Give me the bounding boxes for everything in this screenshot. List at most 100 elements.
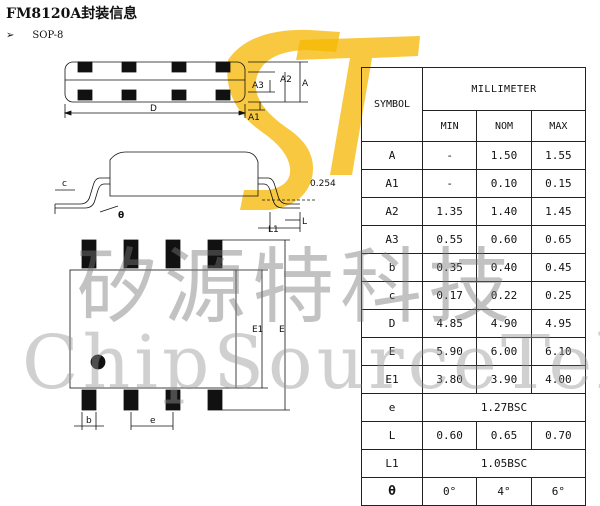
- nom-cell: 3.90: [476, 365, 532, 394]
- symbol-cell: D: [361, 309, 423, 338]
- symbol-cell: L1: [361, 449, 423, 478]
- lead: [215, 61, 231, 73]
- symbol-header: SYMBOL: [361, 67, 423, 142]
- col-nom-header: NOM: [476, 110, 532, 142]
- theta-arc: [99, 205, 119, 213]
- pin: [81, 239, 97, 269]
- pin1-marker: [90, 354, 106, 370]
- max-cell: 0.25: [530, 281, 587, 310]
- label-A3: A3: [252, 81, 264, 91]
- min-cell: -: [421, 141, 478, 170]
- lead: [121, 89, 137, 101]
- lead: [171, 61, 187, 73]
- lead-right: [258, 177, 300, 205]
- min-cell: 0.60: [421, 421, 478, 450]
- symbol-cell: A3: [361, 225, 423, 254]
- max-cell: 0.45: [530, 253, 587, 282]
- min-cell: 1.35: [421, 197, 478, 226]
- symbol-cell: E1: [361, 365, 423, 394]
- pin: [123, 239, 139, 269]
- symbol-cell: θ: [361, 477, 423, 506]
- max-cell: 0.70: [530, 421, 587, 450]
- span-value-cell: 1.27BSC: [422, 393, 586, 422]
- label-D: D: [150, 104, 157, 114]
- lead: [171, 89, 187, 101]
- nom-cell: 4°: [476, 477, 532, 506]
- page-title: FM8120A封装信息: [6, 6, 138, 22]
- lead-left: [55, 177, 110, 205]
- symbol-cell: e: [361, 393, 423, 422]
- pin: [81, 389, 97, 411]
- pins-bottom: [81, 389, 223, 411]
- symbol-cell: c: [361, 281, 423, 310]
- side-view-top: [63, 61, 308, 118]
- label-E: E: [279, 325, 285, 335]
- nom-cell: 6.00: [476, 337, 532, 366]
- label-A: A: [302, 79, 309, 89]
- label-L1: L1: [268, 225, 279, 235]
- max-cell: 6.10: [530, 337, 587, 366]
- lead: [121, 61, 137, 73]
- unit-header: MILLIMETER: [422, 67, 586, 111]
- nom-cell: 0.65: [476, 421, 532, 450]
- package-type-label: SOP-8: [32, 30, 64, 41]
- nom-cell: 0.10: [476, 169, 532, 198]
- nom-cell: 0.40: [476, 253, 532, 282]
- col-min-header: MIN: [421, 110, 478, 142]
- min-cell: 4.85: [421, 309, 478, 338]
- package-type: ➢ SOP-8: [6, 30, 63, 41]
- top-view: [69, 239, 290, 430]
- body-plan-outline: [69, 269, 237, 389]
- label-gauge: 0.254: [310, 179, 336, 189]
- min-cell: -: [421, 169, 478, 198]
- label-A2: A2: [280, 75, 292, 85]
- pin: [207, 389, 223, 411]
- package-drawings: D A A2 A3 A1 c θ 0.254 L1 L: [54, 61, 336, 430]
- lead-left-inner: [55, 183, 110, 209]
- symbol-cell: b: [361, 253, 423, 282]
- min-cell: 0°: [421, 477, 478, 506]
- nom-cell: 1.40: [476, 197, 532, 226]
- body-outline: [64, 61, 246, 103]
- span-value-cell: 1.05BSC: [422, 449, 586, 478]
- label-theta: θ: [118, 211, 124, 221]
- min-cell: 3.80: [421, 365, 478, 394]
- pin: [165, 239, 181, 269]
- symbol-cell: E: [361, 337, 423, 366]
- label-b: b: [86, 416, 92, 426]
- body-profile: [109, 151, 259, 197]
- lead: [215, 89, 231, 101]
- pin: [123, 389, 139, 411]
- max-cell: 1.45: [530, 197, 587, 226]
- side-view-middle: [54, 151, 315, 232]
- symbol-cell: A1: [361, 169, 423, 198]
- max-cell: 0.15: [530, 169, 587, 198]
- symbol-cell: L: [361, 421, 423, 450]
- label-E1: E1: [252, 325, 263, 335]
- nom-cell: 0.22: [476, 281, 532, 310]
- min-cell: 0.17: [421, 281, 478, 310]
- min-cell: 5.90: [421, 337, 478, 366]
- max-cell: 4.95: [530, 309, 587, 338]
- label-e: e: [150, 416, 156, 426]
- symbol-cell: A2: [361, 197, 423, 226]
- min-cell: 0.35: [421, 253, 478, 282]
- bullet-arrow-icon: ➢: [6, 30, 15, 41]
- symbol-cell: A: [361, 141, 423, 170]
- max-cell: 1.55: [530, 141, 587, 170]
- lead: [77, 61, 93, 73]
- pin: [165, 389, 181, 411]
- nom-cell: 1.50: [476, 141, 532, 170]
